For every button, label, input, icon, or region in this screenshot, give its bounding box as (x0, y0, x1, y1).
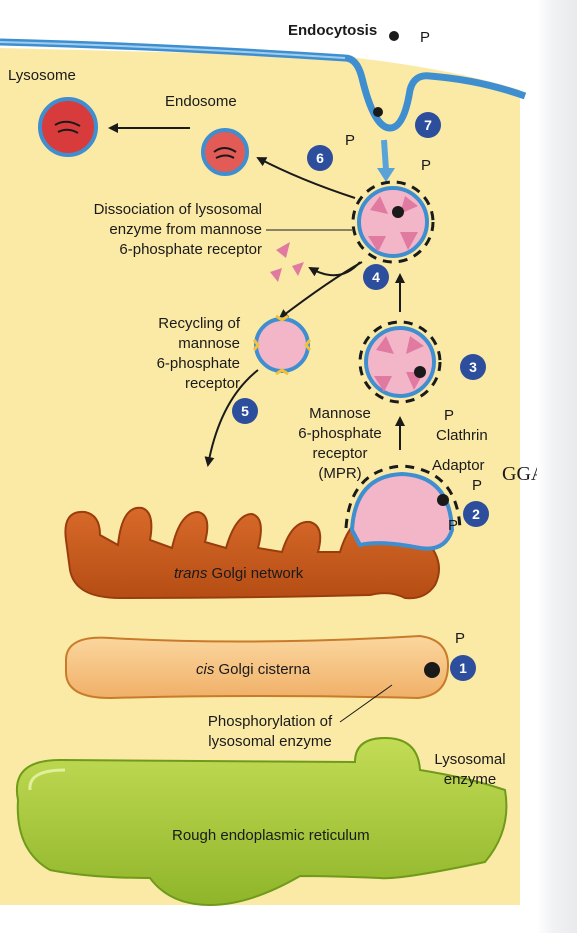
gga-label: GGA (502, 463, 546, 485)
svg-text:7: 7 (424, 117, 432, 133)
svg-text:enzyme from mannose: enzyme from mannose (109, 221, 262, 238)
step-badge-3: 3 (460, 354, 486, 380)
svg-text:enzyme: enzyme (444, 771, 497, 788)
svg-text:2: 2 (472, 506, 480, 522)
clathrin-label: Clathrin (436, 427, 488, 444)
rer-label: Rough endoplasmic reticulum (172, 827, 370, 844)
svg-text:5: 5 (241, 403, 249, 419)
svg-text:6: 6 (316, 150, 324, 166)
clathrin-coated-vesicle (358, 320, 442, 404)
svg-text:P: P (448, 517, 458, 534)
lysosomal-enzyme-label: Lysosomal enzyme (434, 751, 505, 788)
lysosome (38, 97, 98, 157)
svg-text:P: P (472, 477, 482, 494)
step-badge-1: 1 (450, 655, 476, 681)
step-badge-2: 2 (463, 501, 489, 527)
endosome-label: Endosome (165, 93, 237, 110)
svg-text:P: P (421, 157, 431, 174)
step-badges: 1 2 3 4 5 6 7 (232, 112, 489, 681)
svg-text:6-phosphate: 6-phosphate (298, 425, 381, 442)
pathway-arrows (108, 123, 405, 467)
cis-golgi-label: cis Golgi cisterna (196, 661, 311, 678)
recycling-vesicle (252, 314, 312, 376)
rough-er (15, 736, 508, 907)
step-badge-5: 5 (232, 398, 258, 424)
svg-text:receptor: receptor (312, 445, 367, 462)
recycling-label: Recycling of mannose 6-phosphate recepto… (157, 315, 241, 392)
svg-text:6-phosphate: 6-phosphate (157, 355, 240, 372)
svg-text:6-phosphate receptor: 6-phosphate receptor (119, 241, 262, 258)
svg-text:P: P (455, 630, 465, 647)
svg-text:(MPR): (MPR) (318, 465, 361, 482)
svg-text:mannose: mannose (178, 335, 240, 352)
svg-text:Recycling of: Recycling of (158, 315, 241, 332)
endocytosis-label: Endocytosis (288, 22, 377, 39)
step-badge-4: 4 (363, 264, 389, 290)
svg-text:3: 3 (469, 359, 477, 375)
svg-text:P: P (420, 29, 430, 46)
step-badge-6: 6 (307, 145, 333, 171)
svg-text:P: P (444, 407, 454, 424)
vesicle-uncoating (351, 180, 435, 264)
adaptor-label: Adaptor (432, 457, 485, 474)
svg-text:1: 1 (459, 660, 467, 676)
budding-vesicle (344, 464, 462, 551)
svg-text:Mannose: Mannose (309, 405, 371, 422)
svg-text:Phosphorylation of: Phosphorylation of (208, 713, 333, 730)
trans-golgi-label: trans Golgi network (174, 565, 304, 582)
mpr-label: Mannose 6-phosphate receptor (MPR) (298, 405, 381, 482)
cis-golgi-cisterna (65, 634, 450, 700)
trans-golgi-network (64, 506, 440, 600)
phosphate-labels: P P P P P P P (345, 29, 482, 647)
page-edge (537, 0, 577, 933)
svg-text:receptor: receptor (185, 375, 240, 392)
svg-text:Dissociation of lysosomal: Dissociation of lysosomal (94, 201, 262, 218)
step-badge-7: 7 (415, 112, 441, 138)
lysosome-label: Lysosome (8, 67, 76, 84)
svg-text:lysosomal enzyme: lysosomal enzyme (208, 733, 331, 750)
endocytosis-arrow (381, 139, 389, 171)
phosphorylation-label: Phosphorylation of lysosomal enzyme (208, 713, 333, 750)
svg-text:P: P (345, 132, 355, 149)
endosome (201, 128, 249, 176)
released-enzymes (270, 242, 304, 282)
svg-text:4: 4 (372, 269, 380, 285)
svg-text:Lysosomal: Lysosomal (434, 751, 505, 768)
dissociation-label: Dissociation of lysosomal enzyme from ma… (94, 201, 262, 258)
